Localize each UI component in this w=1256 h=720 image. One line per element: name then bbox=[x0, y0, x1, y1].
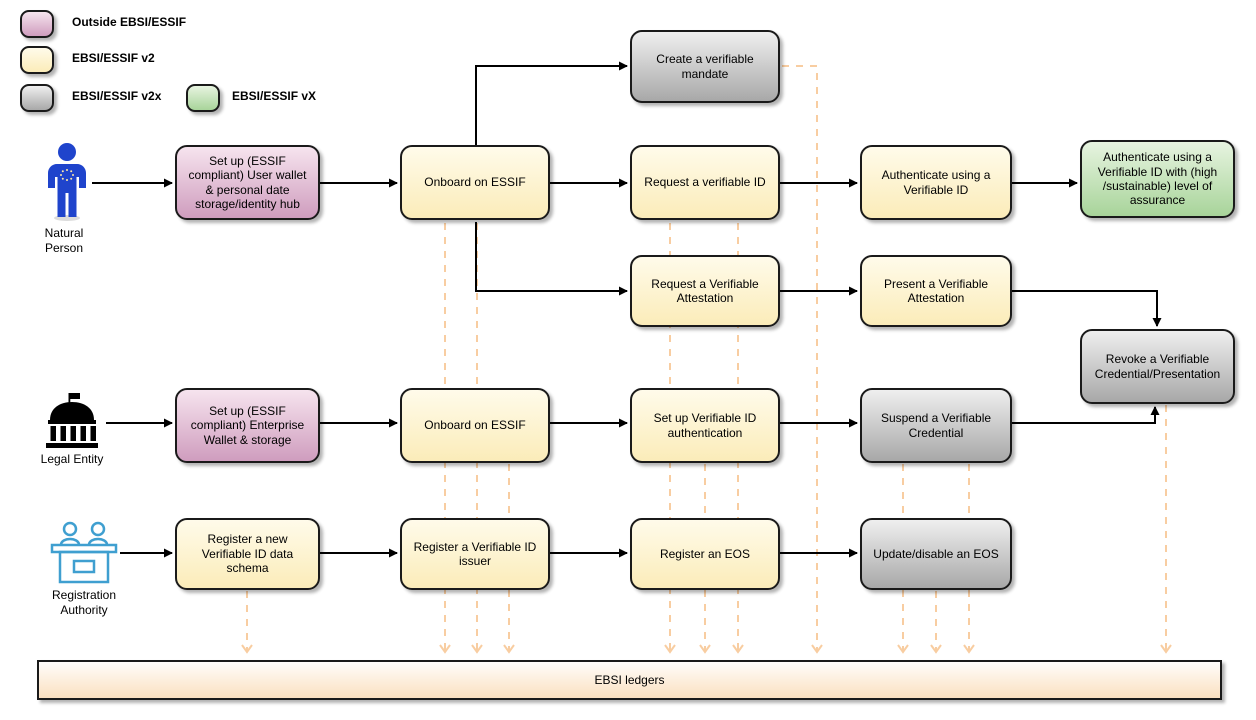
legal-entity-icon bbox=[46, 393, 98, 448]
node-authenticate-verifiable-id-loa: Authenticate using a Verifiable ID with … bbox=[1080, 140, 1235, 218]
legal-entity-label: Legal Entity bbox=[40, 452, 104, 466]
node-setup-enterprise-wallet: Set up (ESSIF compliant) Enterprise Wall… bbox=[175, 388, 320, 463]
legend-label-v2x: EBSI/ESSIF v2x bbox=[72, 89, 162, 103]
node-label: Onboard on ESSIF bbox=[424, 418, 526, 433]
node-label: Update/disable an EOS bbox=[873, 546, 999, 561]
node-label: Register a new Verifiable ID data schema bbox=[201, 532, 294, 576]
node-request-verifiable-id: Request a verifiable ID bbox=[630, 145, 780, 220]
node-onboard-on-essif-legal-entity: Onboard on ESSIF bbox=[400, 388, 550, 463]
node-setup-user-wallet: Set up (ESSIF compliant) User wallet & p… bbox=[175, 145, 320, 220]
node-label: Set up (ESSIF compliant) Enterprise Wall… bbox=[190, 403, 305, 447]
node-register-eos: Register an EOS bbox=[630, 518, 780, 590]
natural-person-icon bbox=[48, 143, 86, 221]
node-label: Authenticate using a Verifiable ID bbox=[881, 168, 991, 197]
ebsi-ledgers-bar: EBSI ledgers bbox=[37, 660, 1222, 700]
node-label: Onboard on ESSIF bbox=[424, 175, 526, 190]
node-register-verifiable-id-schema: Register a new Verifiable ID data schema bbox=[175, 518, 320, 590]
node-label: Set up (ESSIF compliant) User wallet & p… bbox=[188, 153, 307, 211]
node-label: Create a verifiable mandate bbox=[656, 52, 754, 81]
legend-swatch-vx bbox=[186, 84, 220, 112]
node-label: Suspend a Verifiable Credential bbox=[880, 411, 992, 440]
legend-swatch-v2 bbox=[20, 46, 54, 74]
node-label: Register an EOS bbox=[659, 546, 751, 561]
node-label: Request a Verifiable Attestation bbox=[651, 276, 759, 305]
ebsi-ledgers-label: EBSI ledgers bbox=[594, 673, 665, 687]
registration-authority-label: Registration Authority bbox=[51, 588, 117, 617]
node-suspend-verifiable-credential: Suspend a Verifiable Credential bbox=[860, 388, 1012, 463]
node-label: Present a Verifiable Attestation bbox=[883, 276, 989, 305]
legend-label-outside: Outside EBSI/ESSIF bbox=[72, 15, 187, 29]
node-register-verifiable-id-issuer: Register a Verifiable ID issuer bbox=[400, 518, 550, 590]
node-request-verifiable-attestation: Request a Verifiable Attestation bbox=[630, 255, 780, 327]
node-authenticate-verifiable-id: Authenticate using a Verifiable ID bbox=[860, 145, 1012, 220]
legend-label-vx: EBSI/ESSIF vX bbox=[232, 89, 317, 103]
node-label: Request a verifiable ID bbox=[644, 175, 766, 190]
node-create-verifiable-mandate: Create a verifiable mandate bbox=[630, 30, 780, 103]
node-label: Revoke a Verifiable Credential/Presentat… bbox=[1094, 352, 1221, 381]
legend-label-v2: EBSI/ESSIF v2 bbox=[72, 51, 155, 65]
node-setup-verifiable-id-authentication: Set up Verifiable ID authentication bbox=[630, 388, 780, 463]
node-revoke-verifiable-credential: Revoke a Verifiable Credential/Presentat… bbox=[1080, 329, 1235, 404]
legend-swatch-outside bbox=[20, 10, 54, 38]
node-onboard-on-essif-natural-person: Onboard on ESSIF bbox=[400, 145, 550, 220]
natural-person-label: Natural Person bbox=[44, 226, 84, 255]
node-update-disable-eos: Update/disable an EOS bbox=[860, 518, 1012, 590]
legend-swatch-v2x bbox=[20, 84, 54, 112]
node-label: Register a Verifiable ID issuer bbox=[413, 539, 537, 568]
node-label: Set up Verifiable ID authentication bbox=[653, 411, 757, 440]
registration-authority-icon bbox=[50, 521, 118, 584]
node-label: Authenticate using a Verifiable ID with … bbox=[1097, 150, 1218, 208]
node-present-verifiable-attestation: Present a Verifiable Attestation bbox=[860, 255, 1012, 327]
